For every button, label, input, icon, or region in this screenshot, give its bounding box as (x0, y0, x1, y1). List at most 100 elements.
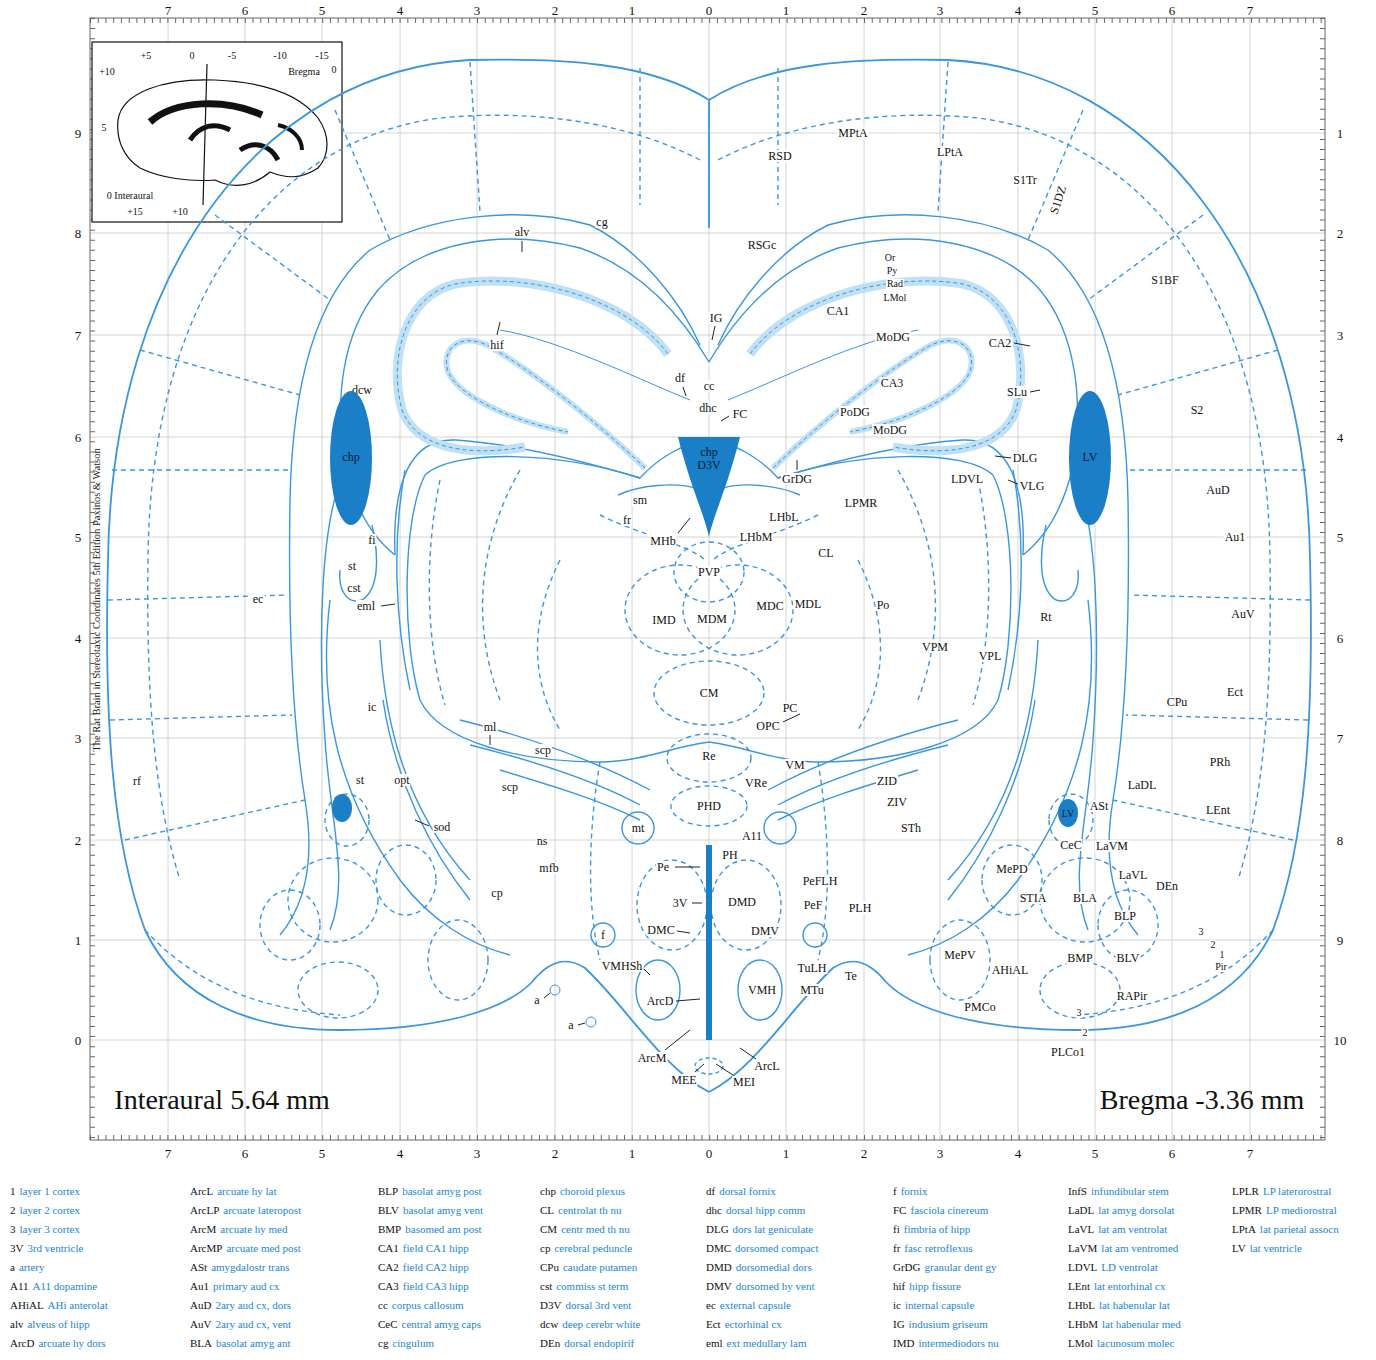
axis-number: 2 (1337, 227, 1344, 240)
brain-outline (625, 565, 735, 655)
legend-description: 2ary aud cx, dors (215, 1300, 291, 1311)
legend-abbreviation: Ect (706, 1319, 721, 1330)
axis-number: 9 (1337, 934, 1344, 947)
region-label: STh (900, 822, 922, 834)
legend-description: field CA1 hipp (403, 1243, 469, 1254)
inset (118, 80, 327, 185)
legend-abbreviation: FC (893, 1205, 906, 1216)
legend-description: lat parietal assocn (1260, 1224, 1339, 1235)
legend-description: hipp fissure (909, 1281, 961, 1292)
region-label: CM (699, 687, 720, 699)
region-label: ArcD (646, 995, 675, 1007)
region-label: IMD (651, 614, 676, 626)
axis-number: 8 (1337, 834, 1344, 847)
legend-description: LP laterorostral (1263, 1186, 1331, 1197)
inset-label: -5 (228, 51, 236, 61)
region-label: LaVL (1118, 869, 1149, 881)
legend-description: dorsomed compact (735, 1243, 818, 1254)
region-label: VMH (747, 984, 777, 996)
region-label: BLA (1072, 892, 1098, 904)
axis-number: 7 (75, 329, 82, 342)
legend-description: cingulum (392, 1338, 434, 1349)
brain-outline (538, 560, 561, 730)
ventricle-label: D3V (697, 459, 720, 472)
legend-abbreviation: InfS (1068, 1186, 1087, 1197)
legend-abbreviation: ArcL (190, 1186, 213, 1197)
brain-outline (107, 60, 1311, 1092)
legend-abbreviation: IG (893, 1319, 905, 1330)
legend-abbreviation: LEnt (1068, 1281, 1090, 1292)
legend-description: infundibular stem (1091, 1186, 1169, 1197)
inset-label: +15 (127, 207, 143, 217)
legend-abbreviation: IMD (893, 1338, 914, 1349)
axis-number: 3 (474, 4, 481, 17)
axis-number: 6 (242, 1147, 249, 1160)
axis-number: 0 (706, 4, 713, 17)
region-label: LDVL (950, 473, 984, 485)
region-label: Rad (886, 279, 904, 289)
legend-abbreviation: ArcLP (190, 1205, 219, 1216)
legend-description: LD ventrolat (1101, 1262, 1158, 1273)
region-label: 2 (1210, 940, 1217, 950)
region-label: CeC (1059, 839, 1082, 851)
legend-description: deep cerebr white (562, 1319, 640, 1330)
brain-outline (397, 470, 410, 690)
legend-abbreviation: LDVL (1068, 1262, 1097, 1273)
axis-number: 5 (1337, 531, 1344, 544)
region-label: S1BF (1150, 274, 1179, 286)
region-label: cp (490, 887, 503, 899)
legend-description: A11 dopamine (33, 1281, 98, 1292)
region-label: VPM (921, 641, 949, 653)
legend-abbreviation: Au1 (190, 1281, 209, 1292)
axis-number: 6 (242, 4, 249, 17)
region-label: alv (514, 226, 531, 238)
legend-description: granular dent gy (925, 1262, 997, 1273)
region-label: S2 (1190, 404, 1205, 416)
axis-number: 4 (1337, 431, 1344, 444)
region-label: a (567, 1019, 574, 1031)
legend-description: lat ventricle (1250, 1243, 1302, 1254)
legend-description: lat entorhinal cx (1094, 1281, 1165, 1292)
axis-number: 6 (1337, 632, 1344, 645)
legend-description: AHi anterolat (48, 1300, 108, 1311)
region-label: CA1 (826, 305, 851, 317)
axis-number: 6 (1169, 4, 1176, 17)
legend-abbreviation: CM (540, 1224, 557, 1235)
legend-description: choroid plexus (560, 1186, 625, 1197)
legend-description: centrolat th nu (558, 1205, 622, 1216)
ventricle-shape: chp (330, 391, 372, 525)
inset (278, 125, 302, 150)
legend-abbreviation: fi (893, 1224, 900, 1235)
region-label: f (600, 929, 606, 941)
axis-number: 5 (1092, 4, 1099, 17)
region-label: df (674, 372, 686, 384)
legend-abbreviation: f (893, 1186, 897, 1197)
legend-description: field CA3 hipp (403, 1281, 469, 1292)
brain-outline (326, 600, 510, 955)
region-label: hif (489, 339, 504, 351)
brain-outline (706, 845, 712, 1040)
region-label: S1DZ (1048, 184, 1069, 217)
region-label: MoDG (875, 331, 911, 343)
region-label: sod (433, 821, 452, 833)
legend-abbreviation: AHiAL (10, 1300, 44, 1311)
region-label: LaVM (1095, 840, 1129, 852)
legend-abbreviation: BMP (378, 1224, 401, 1235)
legend-abbreviation: ec (706, 1300, 716, 1311)
region-label: DMD (727, 896, 757, 908)
region-label: MEI (732, 1076, 756, 1088)
legend-abbreviation: AuV (190, 1319, 211, 1330)
ventricle-fill (1069, 391, 1111, 525)
leader-lines (550, 985, 560, 995)
brain-outline (622, 812, 654, 844)
ventricle-fill (330, 391, 372, 525)
region-label: VMHSh (601, 960, 644, 972)
legend-abbreviation: DMD (706, 1262, 732, 1273)
region-label: cg (595, 216, 608, 228)
region-label: BLV (1116, 952, 1141, 964)
region-label: OPC (755, 720, 780, 732)
axis-number: 3 (75, 732, 82, 745)
legend-description: commiss st term (556, 1281, 628, 1292)
region-label: AHiAL (991, 964, 1030, 976)
